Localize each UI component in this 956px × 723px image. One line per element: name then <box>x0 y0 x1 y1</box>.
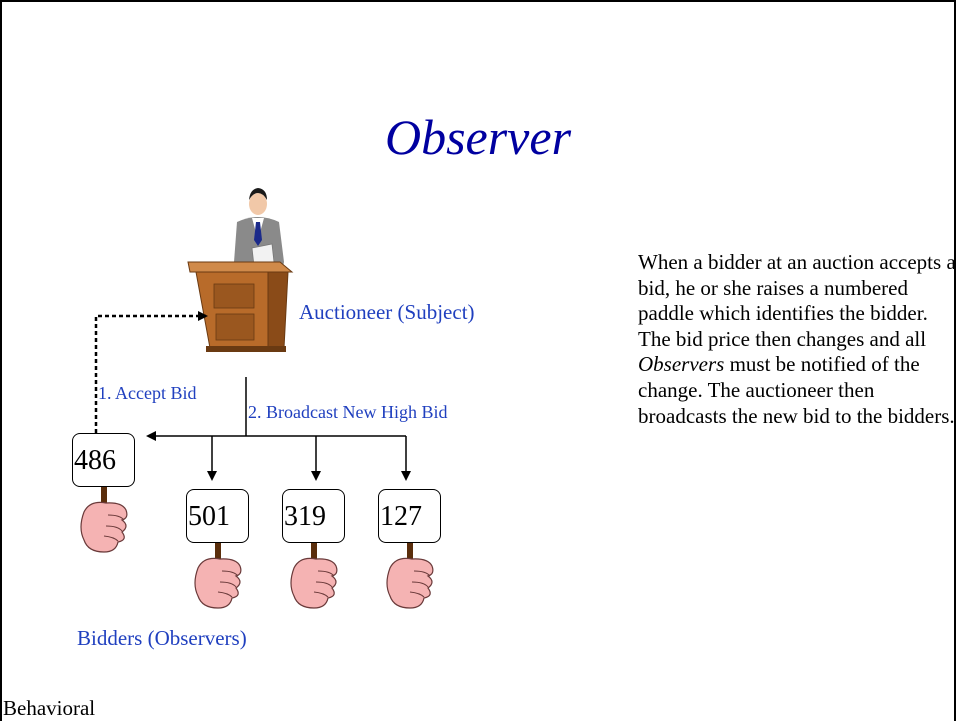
slide-title: Observer <box>384 109 572 165</box>
accept-bid-arrow <box>94 311 208 433</box>
description-part-1: When a bidder at an auction accepts a bi… <box>638 250 956 351</box>
paddle-319: 319 <box>282 489 345 543</box>
auctioneer-tie <box>254 222 262 246</box>
description-part-2: must be notified of the change. The auct… <box>638 352 955 428</box>
label-broadcast-new-high-bid: 2. Broadcast New High Bid <box>248 402 448 422</box>
paddle-501: 501 <box>186 489 249 543</box>
label-bidders-observers: Bidders (Observers) <box>77 626 247 650</box>
auctioneer-head <box>249 193 267 215</box>
hand-127 <box>386 541 434 609</box>
paddle-486: 486 <box>72 433 135 487</box>
hand-486 <box>80 485 128 553</box>
description-text: When a bidder at an auction accepts a bi… <box>638 250 956 429</box>
label-auctioneer-subject: Auctioneer (Subject) <box>299 300 475 324</box>
hand-501 <box>194 541 242 609</box>
footer-category: Behavioral <box>3 696 96 720</box>
podium <box>187 261 294 352</box>
label-accept-bid: 1. Accept Bid <box>98 383 197 403</box>
paddle-127: 127 <box>378 489 441 543</box>
auctioneer-hair <box>249 188 267 200</box>
hand-319 <box>290 541 338 609</box>
description-emphasis: Observers <box>638 352 725 377</box>
